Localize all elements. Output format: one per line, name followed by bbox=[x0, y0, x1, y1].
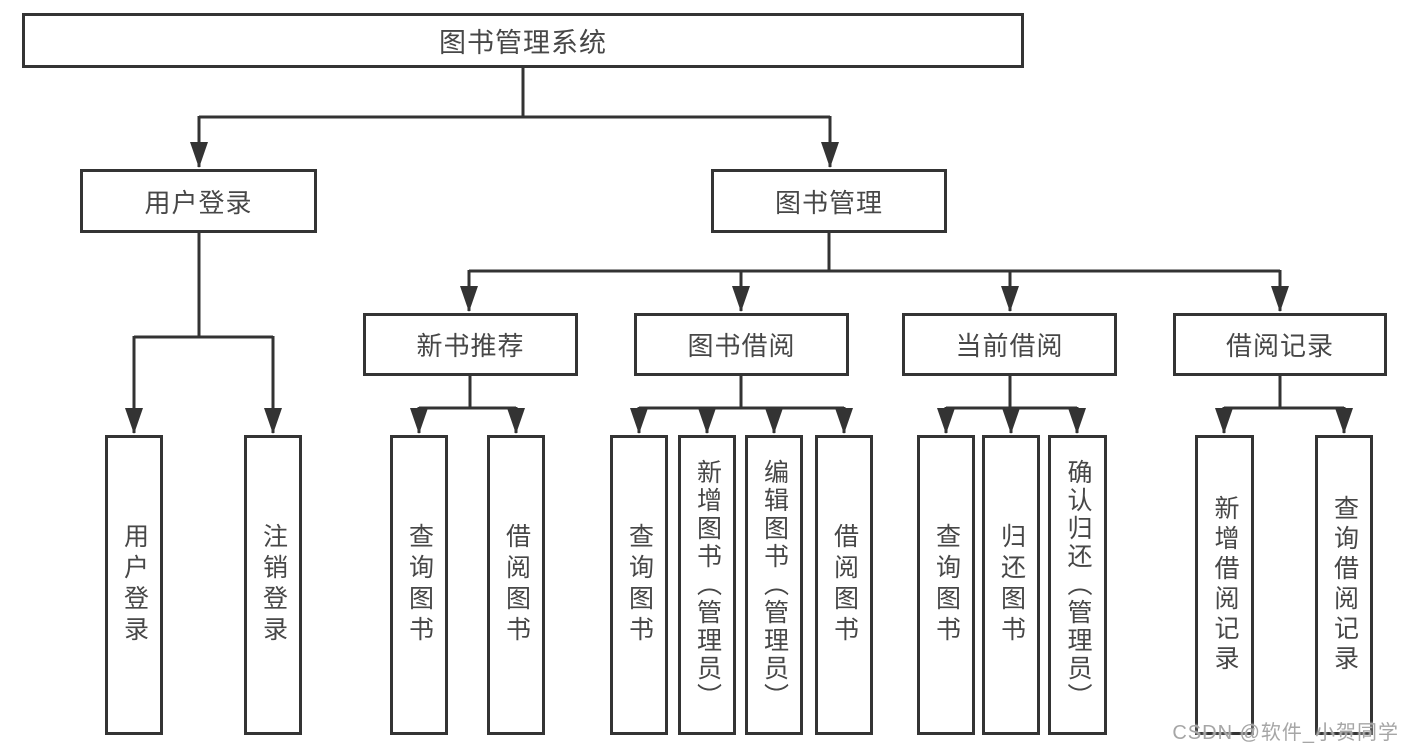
leaf-add-borrow-record: 新增借阅记录 bbox=[1195, 435, 1254, 735]
leaf-borrow-books: 借阅图书 bbox=[815, 435, 873, 735]
node-borrow-records: 借阅记录 bbox=[1173, 313, 1387, 376]
leaf-query-books-recommend: 查询图书 bbox=[390, 435, 448, 735]
node-new-book-recommend: 新书推荐 bbox=[363, 313, 578, 376]
leaf-edit-books-admin: 编辑图书（管理员） bbox=[745, 435, 803, 735]
leaf-return-books: 归还图书 bbox=[982, 435, 1040, 735]
leaf-query-books-borrow: 查询图书 bbox=[610, 435, 668, 735]
leaf-query-borrow-record: 查询借阅记录 bbox=[1315, 435, 1373, 735]
csdn-watermark: CSDN @软件_小贺同学 bbox=[1172, 722, 1399, 744]
node-book-management: 图书管理 bbox=[711, 169, 947, 233]
leaf-confirm-return-admin: 确认归还（管理员） bbox=[1048, 435, 1107, 735]
leaf-query-books-current: 查询图书 bbox=[917, 435, 975, 735]
node-current-borrow: 当前借阅 bbox=[902, 313, 1117, 376]
leaf-user-login: 用户登录 bbox=[105, 435, 163, 735]
node-book-borrow: 图书借阅 bbox=[634, 313, 849, 376]
leaf-borrow-books-recommend: 借阅图书 bbox=[487, 435, 545, 735]
node-root-system: 图书管理系统 bbox=[22, 13, 1024, 68]
node-user-login: 用户登录 bbox=[80, 169, 317, 233]
leaf-add-books-admin: 新增图书（管理员） bbox=[678, 435, 736, 735]
leaf-logout: 注销登录 bbox=[244, 435, 302, 735]
